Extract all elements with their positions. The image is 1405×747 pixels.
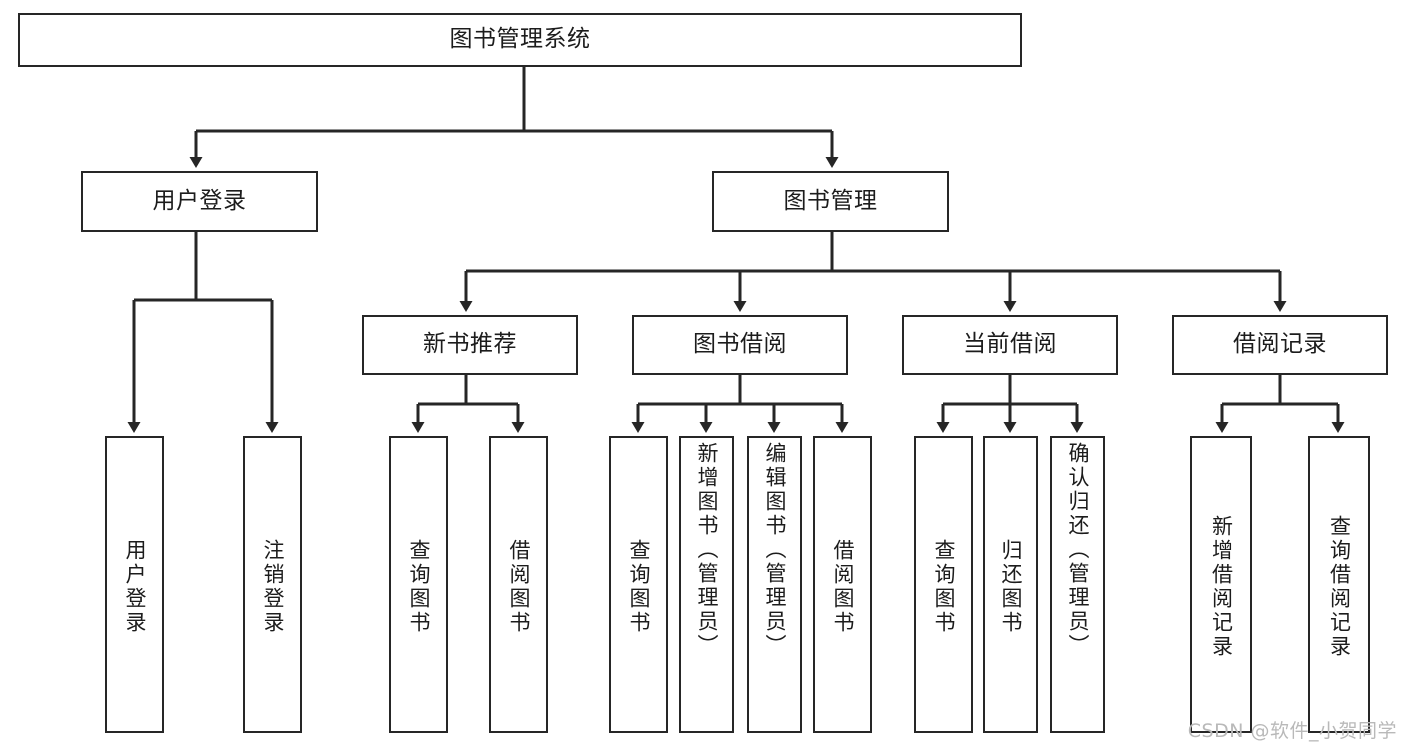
node-leaf-query-book-3-label: 查询图书 (932, 538, 956, 635)
node-leaf-query-book-3[interactable]: 查询图书 (914, 436, 973, 733)
node-leaf-query-book-1[interactable]: 查询图书 (389, 436, 448, 733)
node-leaf-user-login[interactable]: 用户登录 (105, 436, 164, 733)
node-leaf-user-logout[interactable]: 注销登录 (243, 436, 302, 733)
node-current-borrow-label: 当前借阅 (963, 331, 1057, 358)
node-current-borrow[interactable]: 当前借阅 (902, 315, 1118, 375)
node-leaf-edit-book[interactable]: 编辑图书（管理员） (747, 436, 802, 733)
node-leaf-add-record[interactable]: 新增借阅记录 (1190, 436, 1252, 733)
node-leaf-user-logout-label: 注销登录 (261, 538, 285, 635)
node-user-login[interactable]: 用户登录 (81, 171, 318, 232)
node-leaf-query-record[interactable]: 查询借阅记录 (1308, 436, 1370, 733)
node-leaf-query-record-label: 查询借阅记录 (1327, 514, 1352, 659)
node-leaf-return-book[interactable]: 归还图书 (983, 436, 1038, 733)
node-root-label: 图书管理系统 (449, 26, 591, 53)
watermark-text: CSDN @软件_小贺同学 (1187, 720, 1397, 742)
node-leaf-edit-book-label: 编辑图书（管理员） (763, 442, 787, 658)
node-user-login-label: 用户登录 (152, 187, 247, 214)
node-new-book-recommend-label: 新书推荐 (423, 331, 517, 358)
node-leaf-borrow-book-1-label: 借阅图书 (507, 538, 531, 635)
node-leaf-add-book-label: 新增图书（管理员） (695, 442, 719, 658)
node-book-borrow[interactable]: 图书借阅 (632, 315, 848, 375)
node-borrow-record[interactable]: 借阅记录 (1172, 315, 1388, 375)
node-book-management[interactable]: 图书管理 (712, 171, 949, 232)
node-leaf-query-book-1-label: 查询图书 (407, 538, 431, 635)
node-leaf-query-book-2-label: 查询图书 (627, 538, 651, 635)
node-leaf-user-login-label: 用户登录 (123, 538, 147, 635)
node-leaf-borrow-book-1[interactable]: 借阅图书 (489, 436, 548, 733)
node-leaf-return-book-label: 归还图书 (999, 538, 1023, 635)
node-leaf-borrow-book-2[interactable]: 借阅图书 (813, 436, 872, 733)
node-root[interactable]: 图书管理系统 (18, 13, 1022, 67)
node-leaf-borrow-book-2-label: 借阅图书 (831, 538, 855, 635)
node-leaf-add-record-label: 新增借阅记录 (1209, 514, 1234, 659)
node-leaf-confirm-return[interactable]: 确认归还（管理员） (1050, 436, 1105, 733)
node-leaf-confirm-return-label: 确认归还（管理员） (1066, 442, 1090, 658)
node-book-management-label: 图书管理 (783, 187, 878, 214)
node-book-borrow-label: 图书借阅 (693, 331, 787, 358)
node-borrow-record-label: 借阅记录 (1233, 331, 1327, 358)
node-leaf-query-book-2[interactable]: 查询图书 (609, 436, 668, 733)
node-new-book-recommend[interactable]: 新书推荐 (362, 315, 578, 375)
node-leaf-add-book[interactable]: 新增图书（管理员） (679, 436, 734, 733)
